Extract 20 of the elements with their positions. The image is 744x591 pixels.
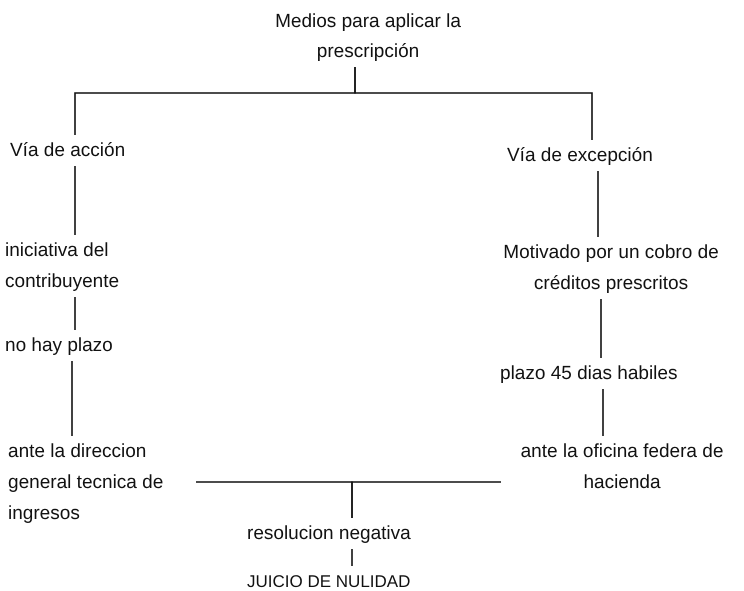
node-text: no hay plazo <box>5 330 113 361</box>
node-text: Vía de acción <box>10 135 126 166</box>
connector-line <box>354 67 593 140</box>
connector-line <box>71 361 73 436</box>
node-text: ante la oficina federa de hacienda <box>503 436 741 498</box>
node-text: resolucion negativa <box>247 518 411 549</box>
connector-line <box>600 299 602 358</box>
connector-line <box>351 549 353 566</box>
node-text: Medios para aplicar la prescripción <box>240 7 496 67</box>
connector-line <box>602 389 604 436</box>
node-text: Motivado por un cobro de créditos prescritos <box>483 237 739 299</box>
node-text: JUICIO DE NULIDAD <box>247 566 410 591</box>
connector-line <box>351 481 501 518</box>
node-text: iniciativa del contribuyente <box>5 235 175 297</box>
connector-line <box>597 171 599 237</box>
node-text: ante la direccion general tecnica de ingresos <box>8 436 190 529</box>
node-text: plazo 45 dias habiles <box>500 358 678 389</box>
node-text: Vía de excepción <box>507 140 653 171</box>
connector-line <box>74 297 76 330</box>
connector-line <box>74 166 76 235</box>
